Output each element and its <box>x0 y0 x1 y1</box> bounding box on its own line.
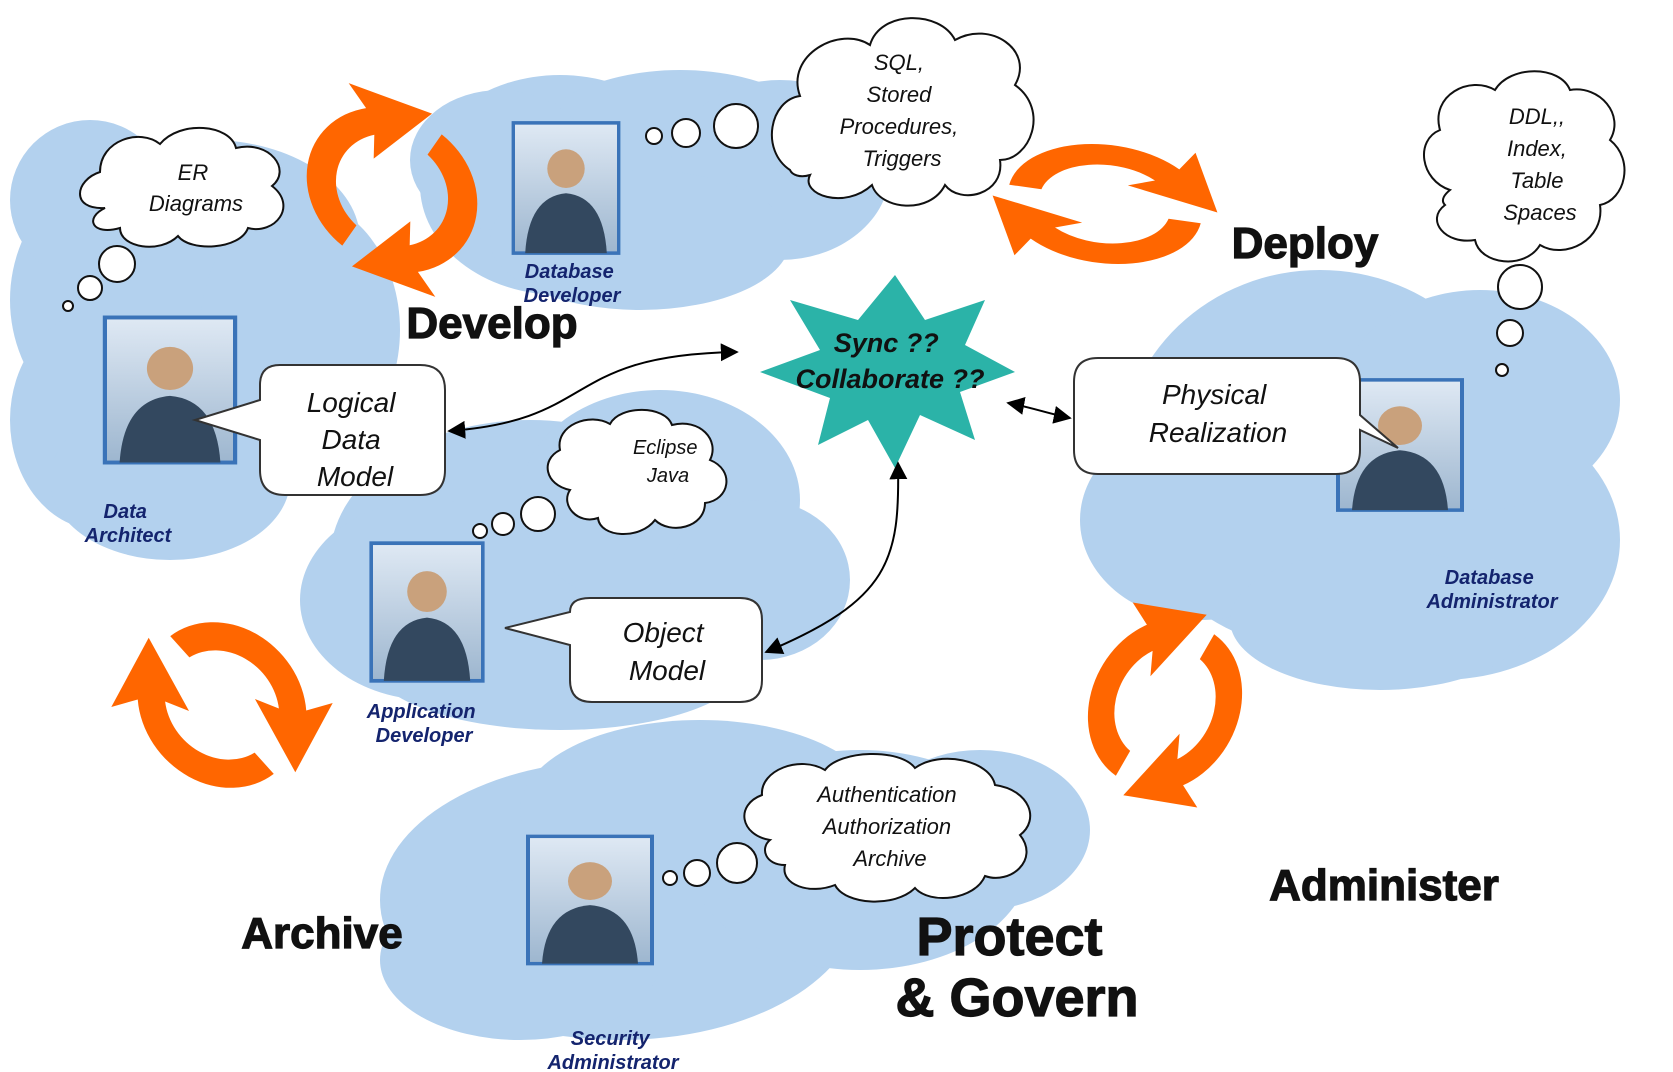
speech-physical-line: Realization <box>1149 417 1288 448</box>
speech-bubble-object <box>504 597 763 703</box>
speech-object-line: Model <box>629 655 706 686</box>
role-line: Security <box>571 1028 651 1050</box>
photo-database-developer <box>511 121 621 255</box>
sync-collaborate-burst <box>760 275 1015 468</box>
phase-archive: Archive <box>241 909 402 958</box>
role-line: Database <box>525 261 614 283</box>
thought-bubble-eclipse <box>472 408 728 539</box>
role-database-administrator: Database Administrator <box>1425 567 1558 613</box>
connector-physical-to-sync <box>1006 397 1072 424</box>
speech-bubble-logical <box>191 364 446 496</box>
thought-sql-line: Stored <box>867 82 933 107</box>
role-line: Architect <box>84 525 173 547</box>
thought-bubble-auth <box>662 752 1032 903</box>
thought-auth-text: Authentication Authorization Archive <box>815 782 963 871</box>
thought-ddl-line: Table <box>1510 168 1563 193</box>
phase-deploy: Deploy <box>1232 219 1379 268</box>
thought-bubble-sql <box>645 17 1035 207</box>
thought-auth-line: Authentication <box>815 782 956 807</box>
thought-er-text: ER Diagrams <box>149 160 243 216</box>
thought-eclipse-line: Eclipse <box>633 437 697 459</box>
speech-logical-text: Logical Data Model <box>307 387 404 492</box>
phase-protect-line: Protect <box>916 907 1102 967</box>
phase-develop: Develop <box>406 299 577 348</box>
thought-bubble-er <box>62 126 285 312</box>
role-line: Administrator <box>546 1052 679 1072</box>
thought-bubble-ddl <box>1423 70 1626 377</box>
role-line: Developer <box>524 285 622 307</box>
thought-auth-line: Archive <box>851 846 926 871</box>
role-line: Application <box>366 701 476 723</box>
connector-logical-to-sync <box>447 343 739 439</box>
thought-sql-line: Triggers <box>862 146 941 171</box>
speech-bubble-physical <box>1073 357 1399 475</box>
thought-ddl-text: DDL,, Index, Table Spaces <box>1503 104 1576 225</box>
thought-sql-line: Procedures, <box>840 114 959 139</box>
role-line: Developer <box>376 725 474 747</box>
photo-data-architect <box>105 317 235 462</box>
speech-logical-line: Model <box>317 461 394 492</box>
phase-govern-line: & Govern <box>895 968 1138 1028</box>
speech-object-line: Object <box>623 617 705 648</box>
speech-physical-line: Physical <box>1162 379 1267 410</box>
connector-object-to-sync <box>764 461 908 655</box>
role-line: Data <box>104 501 147 523</box>
speech-logical-line: Logical <box>307 387 397 418</box>
thought-er-line: Diagrams <box>149 191 243 216</box>
photo-application-developer <box>369 541 485 683</box>
phase-administer: Administer <box>1269 861 1499 910</box>
thought-auth-line: Authorization <box>821 814 951 839</box>
thought-eclipse-line: Java <box>646 465 689 487</box>
thought-eclipse-text: Eclipse Java <box>633 437 703 487</box>
photo-security-administrator <box>526 834 654 966</box>
speech-object-text: Object Model <box>623 617 712 686</box>
connector-arrows <box>447 343 1072 655</box>
role-line: Administrator <box>1425 591 1558 613</box>
sync-line: Sync ?? <box>834 328 939 358</box>
thought-ddl-line: Spaces <box>1503 200 1576 225</box>
thought-ddl-line: Index, <box>1507 136 1567 161</box>
role-database-developer: Database Developer <box>524 261 622 307</box>
role-line: Database <box>1445 567 1534 589</box>
thought-sql-line: SQL, <box>874 50 924 75</box>
role-security-administrator: Security Administrator <box>546 1028 679 1072</box>
thought-er-line: ER <box>178 160 209 185</box>
role-application-developer: Application Developer <box>366 701 481 747</box>
thought-sql-text: SQL, Stored Procedures, Triggers <box>840 50 965 171</box>
speech-physical-text: Physical Realization <box>1149 379 1288 448</box>
phase-protect-govern: Protect & Govern <box>895 907 1138 1028</box>
sync-collaborate-text: Sync ?? Collaborate ?? <box>795 328 984 394</box>
collaborate-line: Collaborate ?? <box>795 364 984 394</box>
role-data-architect: Data Architect <box>84 501 173 547</box>
speech-logical-line: Data <box>322 424 381 455</box>
thought-ddl-line: DDL,, <box>1509 104 1565 129</box>
